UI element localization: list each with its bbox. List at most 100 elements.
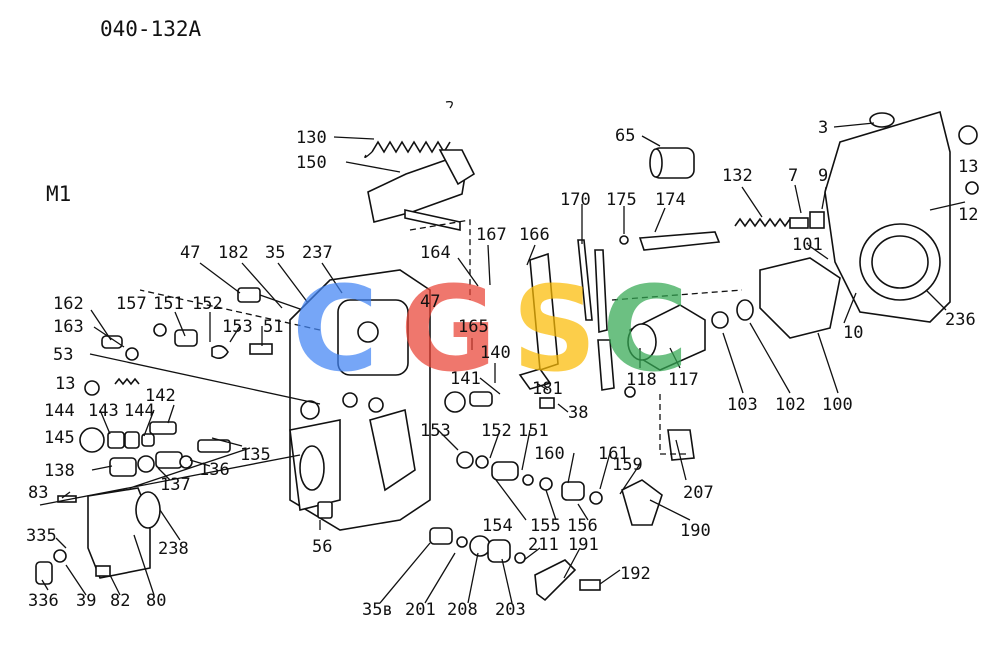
part-label: 137	[160, 475, 191, 495]
part-label: 153	[420, 421, 451, 441]
part-label: 100	[822, 395, 853, 415]
part-label: 211	[528, 535, 559, 555]
cgsc-watermark: C G S C	[292, 260, 689, 398]
part-label: 208	[447, 600, 478, 620]
part-label: 138	[44, 461, 75, 481]
part-label: 10	[843, 323, 863, 343]
part-label: 38	[568, 403, 588, 423]
part-label: 56	[312, 537, 332, 557]
part-label: 150	[296, 153, 327, 173]
part-label: 130	[296, 128, 327, 148]
part-label: 238	[158, 539, 189, 559]
lever-170-drawing	[529, 239, 615, 391]
part-label: 161	[598, 444, 629, 464]
part-label: 170	[560, 190, 591, 210]
part-label: 7	[788, 166, 798, 186]
center-lower-parts-drawing	[444, 368, 695, 526]
watermark-letter-c1: C	[292, 260, 379, 398]
part-label: 39	[76, 591, 96, 611]
part-label: 35	[265, 243, 285, 263]
part-label: 153	[222, 317, 253, 337]
sleeve-65-drawing	[649, 147, 695, 179]
part-label: 144	[44, 401, 75, 421]
part-label: 164	[420, 243, 451, 263]
part-label: 83	[28, 483, 48, 503]
leader-lines	[39, 122, 947, 604]
part-label: 135	[240, 445, 271, 465]
part-label: 237	[302, 243, 333, 263]
bottom-center-parts-drawing	[317, 501, 601, 602]
section-label: M1	[46, 182, 71, 206]
part-label: 101	[792, 235, 823, 255]
part-label: 152	[481, 421, 512, 441]
part-label: 203	[495, 600, 526, 620]
part-label: 192	[620, 564, 651, 584]
part-label: 51	[263, 317, 283, 337]
part-label: 82	[110, 591, 130, 611]
part-label: 152	[192, 294, 223, 314]
screw-7-9-drawing	[789, 211, 825, 229]
part-label: 182	[218, 243, 249, 263]
lever-150-drawing	[367, 149, 476, 231]
part-label: 65	[615, 126, 635, 146]
part-label: 335	[26, 526, 57, 546]
diagram-code: 040-132A	[100, 17, 202, 41]
part-label: 159	[612, 455, 643, 475]
part-label: 47	[180, 243, 200, 263]
part-label: 174	[655, 190, 686, 210]
part-label: 80	[146, 591, 166, 611]
part-label: 175	[606, 190, 637, 210]
sleeve-117-drawing	[627, 304, 729, 371]
part-label: 12	[958, 205, 978, 225]
part-label: 142	[145, 386, 176, 406]
part-label: 9	[818, 166, 828, 186]
pump-body-drawing	[289, 269, 431, 531]
spring-130-drawing	[364, 100, 453, 159]
part-label: 157	[116, 294, 147, 314]
part-label: 154	[482, 516, 513, 536]
part-label: 181	[532, 379, 563, 399]
part-label: 141	[450, 369, 481, 389]
part-label: 151	[518, 421, 549, 441]
part-label: 191	[568, 535, 599, 555]
shaft-174-drawing	[619, 231, 721, 251]
watermark-letter-g: G	[400, 260, 497, 398]
governor-100-drawing	[736, 257, 841, 339]
part-label: 102	[775, 395, 806, 415]
part-label: 117	[668, 370, 699, 390]
watermark-letter-c2: C	[602, 260, 689, 398]
part-label: 136	[199, 460, 230, 480]
part-label: 103	[727, 395, 758, 415]
part-label: 201	[405, 600, 436, 620]
part-label: 207	[683, 483, 714, 503]
part-label: 336	[28, 591, 59, 611]
part-label: 163	[53, 317, 84, 337]
left-small-parts-drawing	[57, 287, 301, 503]
part-label: 162	[53, 294, 84, 314]
part-label: 140	[480, 343, 511, 363]
part-label: 155	[530, 516, 561, 536]
part-labels: 130 150 65 3 13 12 132 7 9 170 175 174 1…	[26, 118, 978, 620]
part-label: 13	[958, 157, 978, 177]
part-label: 3	[818, 118, 828, 138]
part-label: 144	[124, 401, 155, 421]
part-label: 145	[44, 428, 75, 448]
part-label: 132	[722, 166, 753, 186]
part-label: 118	[626, 370, 657, 390]
part-label: 166	[519, 225, 550, 245]
part-label: 160	[534, 444, 565, 464]
part-label: 165	[458, 317, 489, 337]
part-label: 156	[567, 516, 598, 536]
part-label: 35в	[362, 600, 393, 620]
spring-132-drawing	[734, 217, 791, 228]
part-label: 13	[55, 374, 75, 394]
housing-236-drawing	[824, 110, 979, 323]
part-label: 167	[476, 225, 507, 245]
part-label: 236	[945, 310, 976, 330]
watermark-letter-s: S	[512, 260, 597, 398]
part-label: 53	[53, 345, 73, 365]
part-label: 190	[680, 521, 711, 541]
part-label: 151	[153, 294, 184, 314]
